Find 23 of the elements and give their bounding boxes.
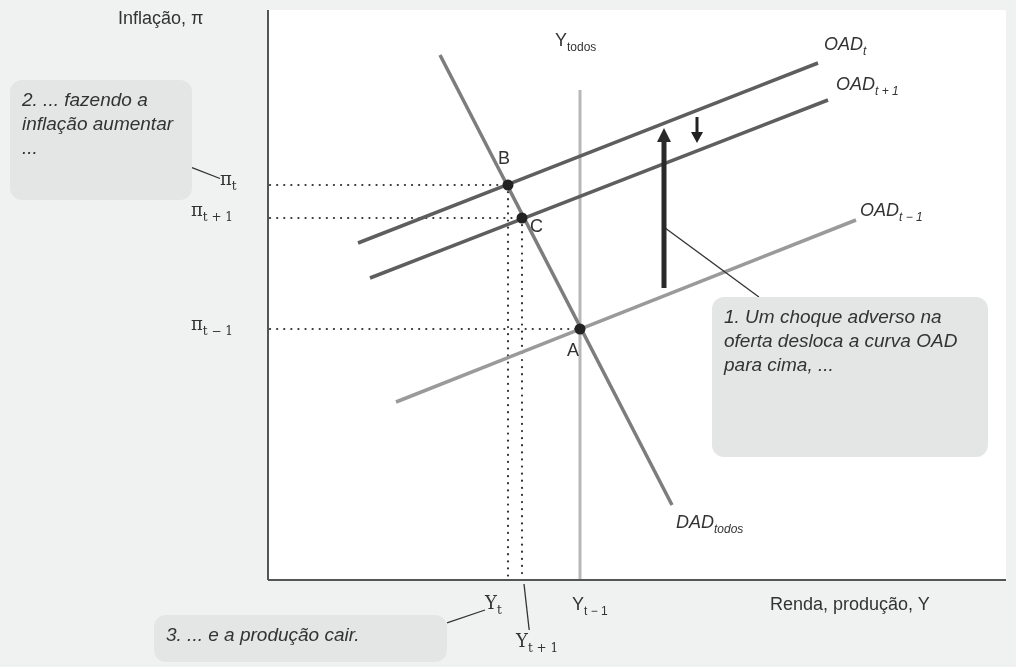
curve-label: DAD$_{todos}$	[676, 512, 744, 536]
axis-value-label: Y$_{t − 1}$	[572, 594, 608, 618]
axis-title: Inflação, π	[118, 8, 204, 29]
axis-value-label: Y$_{t}$	[485, 592, 513, 622]
axis-value-label: Y$_{t + 1}$	[516, 630, 560, 662]
curve-label: Y$_{todos}$	[555, 30, 597, 54]
curve-label: OAD$_{t}$	[824, 34, 867, 58]
point-label: C	[530, 216, 543, 237]
callout-box: 1. Um choque adverso na oferta desloca a curva OAD para cima, ...	[712, 297, 988, 457]
point-label: B	[498, 148, 510, 169]
axis-value-label: π$_{t − 1}$	[191, 313, 233, 338]
axis-value-label: π$_{t + 1}$	[191, 199, 233, 224]
callout-box: 3. ... e a produção cair.	[154, 615, 447, 662]
axis-title: Renda, produção, Y	[770, 594, 930, 615]
leader-line	[446, 609, 486, 624]
leader-line	[665, 227, 760, 298]
point-label: A	[567, 340, 579, 361]
leader-line	[523, 583, 530, 631]
axis-value-label: π$_{t}$	[220, 168, 252, 198]
leader-line	[191, 166, 221, 180]
callout-box: 2. ... fazendo a inflação aumentar ...	[10, 80, 192, 200]
curve-label: OAD$_{t + 1}$	[836, 74, 899, 98]
curve-label: OAD$_{t − 1}$	[860, 200, 923, 224]
